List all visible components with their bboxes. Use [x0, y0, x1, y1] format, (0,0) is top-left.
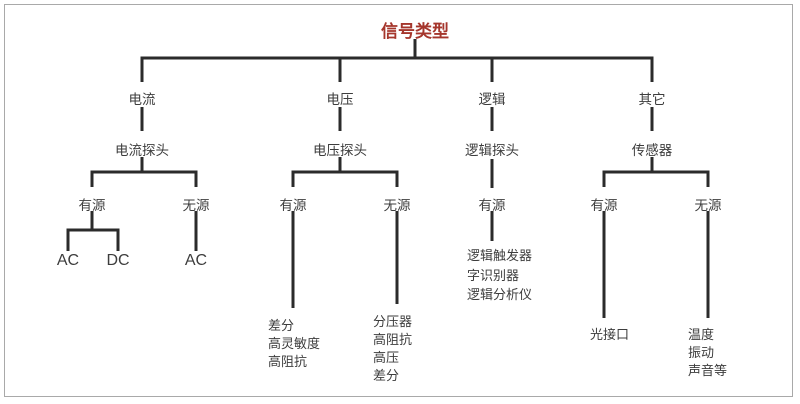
node-voltage-probe: 电压探头 — [313, 143, 367, 158]
current-active-split-bar — [66, 228, 120, 251]
node-sensor-active: 有源 — [590, 198, 618, 213]
node-voltage: 电压 — [326, 92, 354, 107]
node-sensor: 传感器 — [631, 143, 673, 158]
node-current-passive: 无源 — [182, 198, 210, 213]
node-current-active: 有源 — [78, 198, 106, 213]
node-current-probe: 电流探头 — [115, 143, 169, 158]
node-logic: 逻辑 — [478, 92, 506, 107]
leaf-ac-passive: AC — [184, 252, 208, 269]
voltage-active-list: 差分 高灵敏度 高阻抗 — [268, 317, 320, 371]
list-item: 振动 — [688, 345, 715, 360]
current-split-bar — [90, 170, 198, 187]
list-item: 高阻抗 — [268, 354, 308, 369]
node-current: 电流 — [128, 92, 156, 107]
list-item: 高阻抗 — [373, 332, 413, 347]
list-item: 逻辑触发器 — [467, 248, 533, 263]
node-other: 其它 — [638, 92, 666, 107]
node-logic-active: 有源 — [478, 198, 506, 213]
list-item: 声音等 — [688, 363, 728, 378]
voltage-split-bar — [291, 170, 399, 187]
top-bar-line — [140, 56, 654, 82]
voltage-passive-list: 分压器 高阻抗 高压 差分 — [373, 313, 412, 385]
list-item: 温度 — [688, 327, 715, 342]
list-item: 字识别器 — [467, 267, 520, 283]
leaf-ac-active: AC — [56, 252, 80, 269]
list-item: 逻辑分析仪 — [467, 287, 533, 302]
other-split-bar — [602, 170, 710, 187]
leaf-dc-active: DC — [106, 252, 130, 269]
sensor-active-list: 光接口 — [590, 326, 629, 344]
node-voltage-passive: 无源 — [383, 198, 411, 213]
list-item: 分压器 — [373, 314, 413, 329]
logic-active-list: 逻辑触发器 字识别器 逻辑分析仪 — [467, 246, 532, 305]
node-sensor-passive: 无源 — [694, 198, 722, 213]
diagram-frame-border — [4, 4, 793, 397]
node-voltage-active: 有源 — [279, 198, 307, 213]
list-item: 差分 — [268, 318, 295, 333]
list-item: 高灵敏度 — [268, 336, 321, 351]
diagram-title: 信号类型 — [381, 22, 449, 41]
list-item: 差分 — [373, 368, 400, 383]
node-logic-probe: 逻辑探头 — [465, 143, 519, 158]
list-item: 高压 — [373, 350, 400, 365]
sensor-passive-list: 温度 振动 声音等 — [688, 326, 727, 380]
list-item: 光接口 — [590, 327, 630, 342]
